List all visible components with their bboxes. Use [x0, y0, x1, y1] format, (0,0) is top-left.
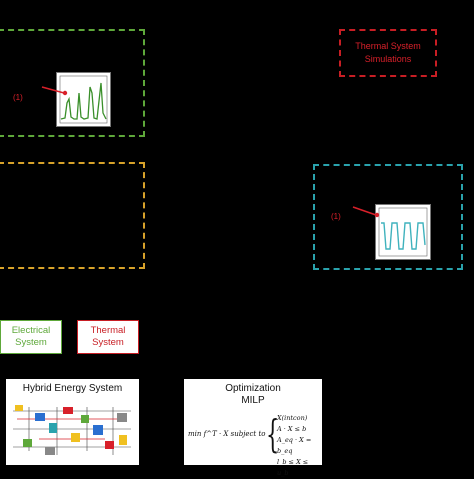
thermal-profile-line	[381, 222, 426, 250]
constraint-list: X(intcon) A · X ≤ b A_eq · X = b_eq l_b …	[277, 413, 320, 479]
thermal-simulation-region	[339, 29, 437, 77]
system-schematic-icon	[13, 405, 131, 455]
plot-frame	[59, 75, 108, 124]
marker-label-2: (1)	[331, 212, 341, 221]
thermal-profile-plot	[375, 204, 431, 260]
marker-label-1: (1)	[13, 93, 23, 102]
thermal-system-box: Thermal System	[77, 320, 139, 354]
hybrid-energy-system-panel: Hybrid Energy System	[6, 379, 139, 465]
thermal-sim-line2: Simulations	[364, 54, 412, 64]
electrical-model-region	[0, 162, 145, 269]
thermal-line1: Thermal	[90, 325, 126, 336]
arrow-icon	[352, 206, 380, 218]
brace-icon: {	[266, 412, 280, 456]
electrical-system-box: Electrical System	[0, 320, 62, 354]
optimization-title-block: Optimization MILP	[184, 383, 322, 407]
electrical-profile-svg	[59, 75, 108, 124]
thermal-sim-line1: Thermal System	[355, 41, 421, 51]
electrical-simulation-region	[0, 29, 145, 137]
thermal-line2: System	[92, 337, 124, 348]
thermal-system-simulations-label: Thermal System Simulations	[341, 40, 435, 66]
arrow-icon	[41, 86, 68, 96]
electrical-line1: Electrical	[11, 325, 51, 336]
constraint-1: X(intcon)	[277, 414, 308, 422]
optimization-panel: Optimization MILP min f^T · X subject to…	[184, 379, 322, 477]
hybrid-energy-system-title: Hybrid Energy System	[22, 383, 123, 394]
constraint-3: A_eq · X = b_eq	[277, 436, 312, 455]
thermal-profile-svg	[378, 207, 428, 257]
objective-text: min f^T · X subject to	[188, 430, 266, 438]
thermal-model-region	[313, 164, 463, 270]
plot-frame	[378, 207, 428, 257]
electrical-profile-plot	[56, 72, 111, 127]
optimization-subtitle: MILP	[241, 395, 265, 406]
constraint-4: l_b ≤ X ≤ u_b	[277, 458, 309, 477]
optimization-title: Optimization	[225, 383, 281, 394]
electrical-line2: System	[15, 337, 47, 348]
milp-formula: min f^T · X subject to { X(intcon) A · X…	[188, 411, 320, 477]
constraint-2: A · X ≤ b	[277, 425, 307, 433]
electrical-profile-line	[60, 82, 107, 120]
